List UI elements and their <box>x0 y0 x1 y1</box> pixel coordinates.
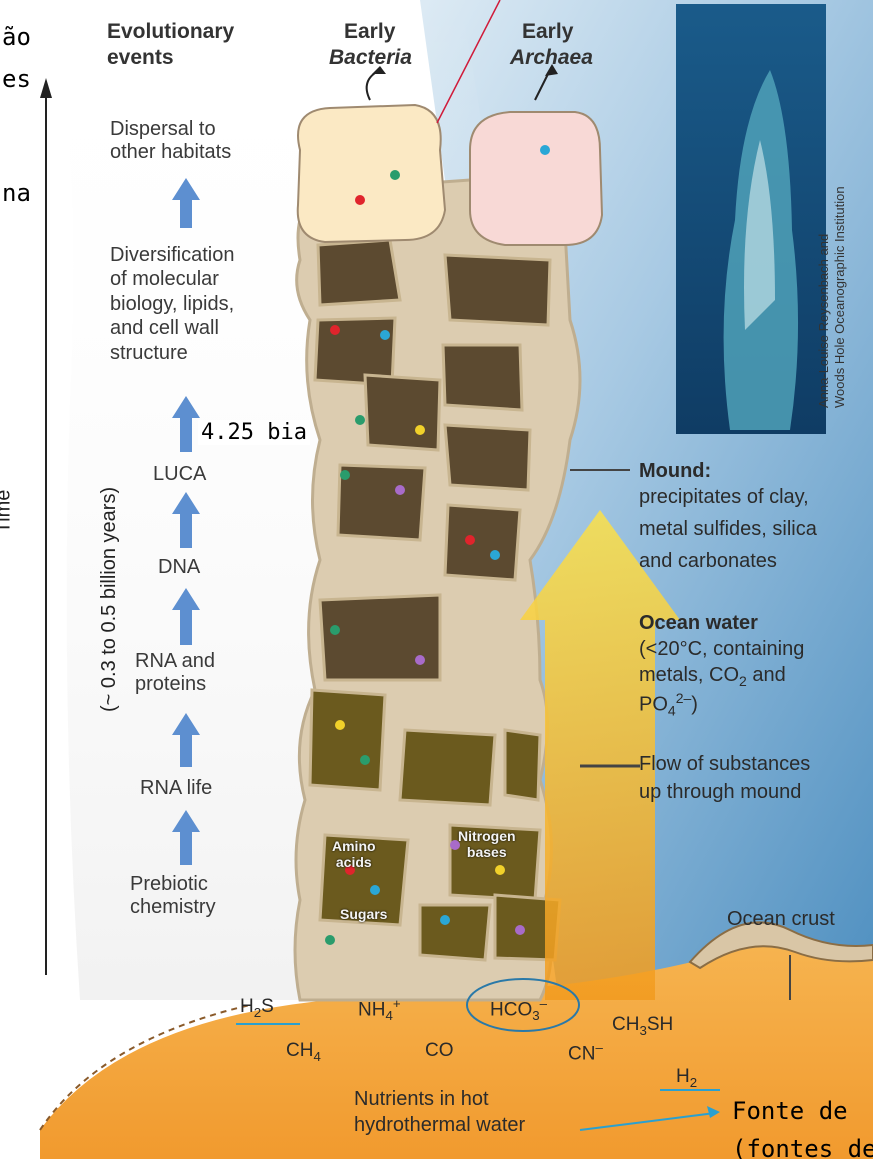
ocean-water-title: Ocean water <box>639 612 758 635</box>
flow-line-1: Flow of substances <box>639 753 810 776</box>
events-header-1: Evolutionary <box>107 20 234 44</box>
mound-title: Mound: <box>639 460 711 483</box>
bacteria-cell <box>298 105 445 242</box>
molecule-co: CO <box>425 1040 454 1062</box>
fonte-line-1: Fonte de <box>732 1098 848 1126</box>
molecule-hco3: HCO3– <box>490 996 547 1023</box>
archaea-label-2: Archaea <box>510 46 593 70</box>
molecule-h2s: H2S <box>240 996 274 1020</box>
event-rna-life: RNA life <box>140 777 212 800</box>
photo-credit-line-2: Woods Hole Oceanographic Institution <box>832 108 848 408</box>
amino-acids-label: Amino acids <box>332 838 376 870</box>
fonte-line-2: (fontes de <box>732 1136 873 1159</box>
flow-line-2: up through mound <box>639 781 801 804</box>
photo-credit: Anna-Louise Reysenbach and Woods Hole Oc… <box>816 108 849 408</box>
bacteria-label-2: Bacteria <box>329 46 412 70</box>
event-diversification: Diversification of molecular biology, li… <box>110 243 234 365</box>
molecule-cn: CN– <box>568 1040 603 1065</box>
mound-line-3: and carbonates <box>639 550 777 573</box>
nutrients-line-1: Nutrients in hot <box>354 1088 489 1111</box>
molecule-nh4: NH4+ <box>358 996 401 1023</box>
event-rna-proteins: RNA and proteins <box>135 650 215 696</box>
molecule-h2: H2 <box>676 1066 697 1090</box>
ocean-water-line-2: metals, CO2 and <box>639 664 786 689</box>
event-luca: LUCA <box>153 463 206 486</box>
ocean-water-line-1: (<20°C, containing <box>639 638 804 661</box>
event-dna: DNA <box>158 556 200 579</box>
event-prebiotic: Prebiotic chemistry <box>130 873 216 919</box>
time-axis-arrowhead <box>40 78 52 98</box>
ocean-crust-label: Ocean crust <box>727 908 835 931</box>
photo-credit-line-1: Anna-Louise Reysenbach and <box>816 108 832 408</box>
annotation-4-25-bia: 4.25 bia <box>198 420 310 445</box>
events-header-2: events <box>107 46 174 70</box>
sugars-label: Sugars <box>340 906 387 922</box>
mound-line-2: metal sulfides, silica <box>639 518 817 541</box>
nutrients-line-2: hydrothermal water <box>354 1114 525 1137</box>
edge-text-2: es <box>2 66 31 94</box>
archaea-cell <box>470 112 602 245</box>
time-range-label: (~ 0.3 to 0.5 billion years) <box>98 352 121 712</box>
archaea-label-1: Early <box>522 20 573 44</box>
time-label: Time <box>0 490 15 534</box>
molecule-ch3sh: CH3SH <box>612 1014 673 1038</box>
molecule-ch4: CH4 <box>286 1040 321 1064</box>
bacteria-label-1: Early <box>344 20 395 44</box>
edge-text-1: ão <box>2 24 31 52</box>
nitrogen-bases-label: Nitrogen bases <box>458 828 516 860</box>
event-dispersal: Dispersal to other habitats <box>110 118 231 164</box>
edge-text-3: na <box>2 180 31 208</box>
ocean-water-line-3: PO42–) <box>639 690 698 719</box>
mound-line-1: precipitates of clay, <box>639 486 809 509</box>
